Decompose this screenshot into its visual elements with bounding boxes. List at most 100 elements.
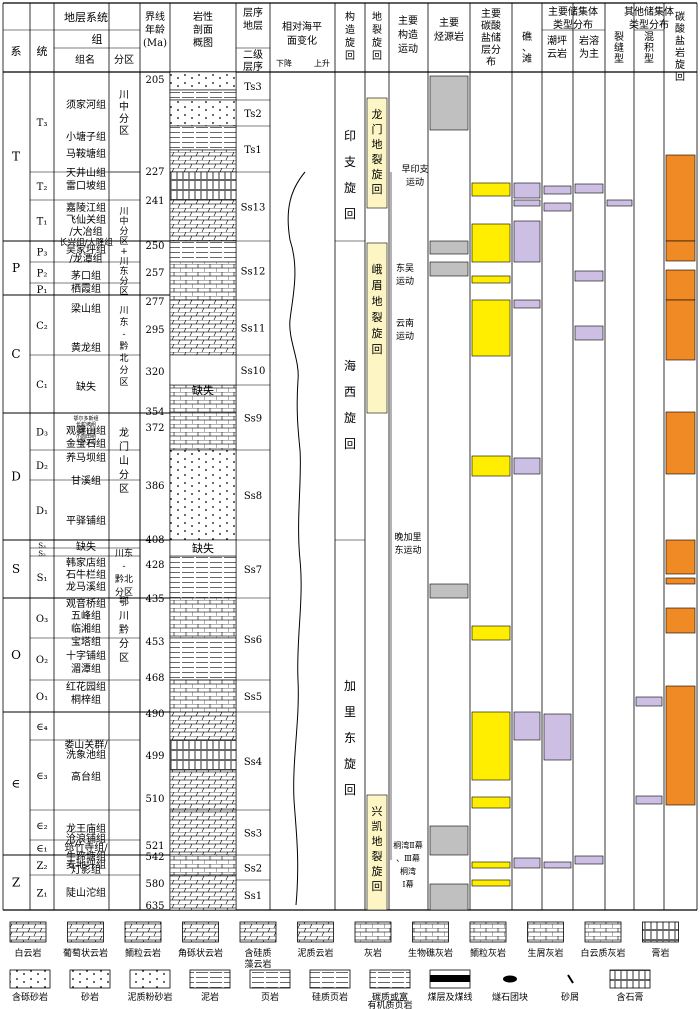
movement-label: 、Ⅲ幕 xyxy=(396,853,420,863)
age-label: 468 xyxy=(145,673,164,684)
formation-label: 养马坝组 xyxy=(66,451,106,464)
legend-label: 膏岩 xyxy=(651,947,669,959)
carbonate-cycle-bar xyxy=(665,539,696,575)
header-carbonate-cycle: 酸 xyxy=(675,22,685,35)
header-age: 年龄 xyxy=(145,23,165,36)
sealevel-curve xyxy=(287,171,306,906)
argillaceous-dolomite-icon-swatch xyxy=(297,921,334,943)
formation-label: 长蛇坡组 xyxy=(76,421,96,428)
division-label: - xyxy=(122,330,125,340)
header-fracture: 缝 xyxy=(614,41,624,54)
header-rift-cycle: 地 xyxy=(372,10,382,23)
legend-label: 藻云岩 xyxy=(244,958,271,970)
rift-cycle-label: 峨 xyxy=(372,263,383,276)
rift-cycle-label: 回 xyxy=(372,343,383,356)
legend-label: 含石膏 xyxy=(616,991,643,1003)
lithology-band xyxy=(169,171,237,201)
shale-icon-swatch xyxy=(249,969,291,989)
header-carbonate-reservoir: 布 xyxy=(486,56,496,68)
age-label: 372 xyxy=(145,423,164,434)
rift-cycle-label: 旋 xyxy=(372,167,383,181)
header-movement: 构造 xyxy=(398,28,418,41)
reservoir-type-bar xyxy=(543,202,572,212)
division-label: 区 xyxy=(119,286,128,297)
header-reef-shoal: 、 xyxy=(522,43,532,54)
header-sealevel: 面变化 xyxy=(287,34,317,47)
header-carbonate-reservoir: 碳酸 xyxy=(481,19,501,32)
dolomite-icon xyxy=(9,921,47,943)
gypsiferous-icon-swatch xyxy=(609,969,651,989)
header-other-types: 类型分布 xyxy=(629,18,669,31)
rift-cycle-box xyxy=(366,794,388,911)
legend-label: 含砾砂岩 xyxy=(12,991,48,1003)
system-label: O xyxy=(11,648,21,662)
header-rift-cycle: 回 xyxy=(372,50,382,62)
sequence-label: Ss13 xyxy=(241,203,266,214)
header-series: 统 xyxy=(37,45,48,58)
reservoir-type-bar xyxy=(513,299,541,309)
header-tectonic-cycle: 旋 xyxy=(345,36,355,49)
movement-label: 晚加里 xyxy=(394,532,421,543)
reservoir-type-bar xyxy=(543,861,572,869)
limestone-icon xyxy=(354,921,392,943)
legend-label: 泥质粉砂岩 xyxy=(127,991,172,1003)
sequence-label: Ts2 xyxy=(244,109,261,120)
dolomitic-limestone-icon-swatch xyxy=(584,921,622,943)
legend-label: 葡萄状云岩 xyxy=(63,947,108,959)
bioclastic-limestone-icon xyxy=(527,921,564,943)
reservoir-type-bar xyxy=(543,185,572,195)
reef-limestone-icon-swatch xyxy=(412,921,449,943)
carbonate-cycle-bar xyxy=(665,154,696,242)
lithology-band xyxy=(169,299,237,356)
division-label: 区 xyxy=(119,483,129,495)
header-system: 系 xyxy=(11,45,22,58)
sequence-label: Ss2 xyxy=(244,864,262,875)
gypsum-icon-swatch xyxy=(642,921,679,943)
header-fall: 下降 xyxy=(276,58,292,68)
sequence-label: Ss10 xyxy=(241,366,266,377)
reservoir-type-bar xyxy=(513,857,541,869)
formation-label: 娄山关群/ xyxy=(64,738,108,751)
formation-label: 茅口组 xyxy=(71,269,101,282)
reservoir-type-bar xyxy=(513,182,541,199)
header-karst: 岩溶 xyxy=(579,34,599,47)
oolitic-dolomite-icon xyxy=(124,921,162,943)
lithology-band xyxy=(169,711,237,741)
sequence-label: Ss4 xyxy=(244,757,262,768)
division-label: 黔 xyxy=(119,623,129,636)
rift-cycle-label: 地 xyxy=(372,138,383,151)
movement-label: 运动 xyxy=(396,331,414,342)
coal-band xyxy=(430,975,470,982)
header-tectonic-cycle: 造 xyxy=(345,23,355,36)
formation-label: 湄潭组 xyxy=(71,662,101,675)
header-fracture: 裂 xyxy=(614,30,624,43)
lithology-band xyxy=(169,149,237,173)
header-rift-cycle: 旋 xyxy=(372,36,382,49)
header-karst: 为主 xyxy=(579,48,599,60)
carbonate-reservoir-bar xyxy=(471,223,511,263)
siliceous-shale-icon-swatch xyxy=(309,969,351,989)
pebbly-sandstone-icon xyxy=(9,969,51,989)
carbonate-reservoir-bar xyxy=(471,861,511,869)
sequence-label: Ss12 xyxy=(241,267,266,278)
legend-label: 有机质页岩 xyxy=(367,999,412,1009)
series-label: ∈₄ xyxy=(36,722,47,733)
reservoir-type-bar xyxy=(543,713,572,761)
sequence-label: Ss6 xyxy=(244,635,262,646)
series-label: D₃ xyxy=(36,428,48,439)
oolitic-limestone-icon xyxy=(469,921,507,943)
header-movement: 主要 xyxy=(398,15,418,27)
formation-label: 五峰组 xyxy=(71,609,101,622)
formation-label: 须家河组 xyxy=(66,98,106,111)
carbonaceous-shale-icon-swatch xyxy=(369,969,411,989)
header-stratigraphy: 地层系统 xyxy=(64,11,108,24)
series-label: T₃ xyxy=(37,118,48,129)
header-age: 界线 xyxy=(145,10,165,23)
limestone-icon-swatch xyxy=(354,921,392,943)
formation-label: 甘溪组 xyxy=(71,474,101,487)
division-label: + xyxy=(120,247,128,257)
rift-cycle-label: 眉 xyxy=(372,279,383,292)
header-reef-shoal: 滩 xyxy=(522,52,532,65)
reservoir-type-bar xyxy=(606,199,633,207)
division-label: 门 xyxy=(119,440,129,453)
